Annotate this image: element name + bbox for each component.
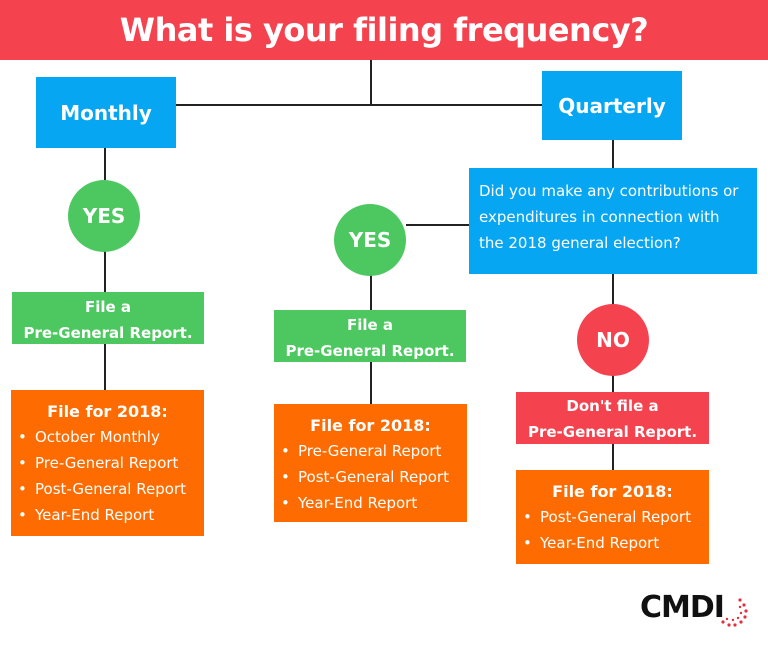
quarterly-no-file-list: File for 2018: Post-General Report Year-… — [516, 470, 709, 564]
list-item: October Monthly — [11, 424, 204, 450]
list-item: Pre-General Report — [274, 438, 467, 464]
list-item: Pre-General Report — [11, 450, 204, 476]
connector-question-yes — [406, 224, 470, 226]
quarterly-yes-file-title: File for 2018: — [310, 416, 431, 435]
list-item: Year-End Report — [11, 502, 204, 528]
yes-circle-quarterly: YES — [334, 204, 406, 276]
yes-circle-monthly: YES — [68, 180, 140, 252]
connector-yes2-file — [370, 274, 372, 310]
monthly-action-line2: Pre-General Report. — [23, 324, 193, 342]
cmdi-logo: CMDI — [640, 590, 750, 630]
quarterly-no-file-title: File for 2018: — [552, 482, 673, 501]
logo-text: CMDI — [640, 590, 725, 625]
dont-file-box: Don't file a Pre-General Report. — [516, 392, 709, 444]
dont-file-line2: Pre-General Report. — [527, 423, 698, 441]
connector-header-down — [370, 60, 372, 105]
connector-no-dontfile — [612, 374, 614, 392]
list-item: Post-General Report — [11, 476, 204, 502]
connector-question-no — [612, 274, 614, 304]
quarterly-box: Quarterly — [542, 71, 682, 140]
monthly-file-title: File for 2018: — [47, 402, 168, 421]
connector-quarterly-question — [612, 140, 614, 168]
no-circle: NO — [577, 304, 649, 376]
connector-yes-file — [104, 250, 106, 292]
quarterly-yes-file-list: File for 2018: Pre-General Report Post-G… — [274, 404, 467, 522]
list-item: Post-General Report — [274, 464, 467, 490]
monthly-action-box: File a Pre-General Report. — [12, 292, 204, 344]
quarterly-yes-action-line2: Pre-General Report. — [285, 342, 455, 360]
connector-monthly-yes — [104, 148, 106, 180]
connector-horizontal-top — [176, 104, 542, 106]
connector-file2-list — [370, 362, 372, 404]
quarterly-yes-action-box: File a Pre-General Report. — [274, 310, 466, 362]
monthly-action-line1: File a — [84, 298, 132, 316]
page-title: What is your filing frequency? — [0, 0, 768, 60]
list-item: Post-General Report — [516, 504, 709, 530]
dont-file-line1: Don't file a — [566, 397, 659, 415]
list-item: Year-End Report — [274, 490, 467, 516]
logo-swirl-icon — [721, 598, 748, 627]
connector-file-list — [104, 344, 106, 390]
connector-dontfile-list — [612, 444, 614, 470]
monthly-file-list: File for 2018: October Monthly Pre-Gener… — [11, 390, 204, 536]
list-item: Year-End Report — [516, 530, 709, 556]
question-box: Did you make any contributions or expend… — [469, 168, 757, 274]
quarterly-yes-action-line1: File a — [346, 316, 394, 334]
monthly-box: Monthly — [36, 77, 176, 148]
